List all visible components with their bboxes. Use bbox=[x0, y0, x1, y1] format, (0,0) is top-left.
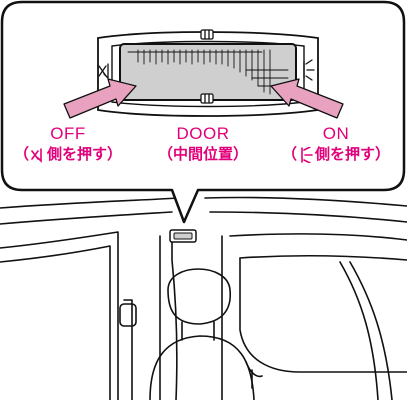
door-icon-top bbox=[200, 29, 214, 40]
dome-light-off-icon bbox=[31, 148, 42, 163]
label-on-paren: （ bbox=[281, 146, 297, 163]
overhead-lamp bbox=[169, 229, 197, 243]
label-off-mode: OFF bbox=[50, 124, 86, 143]
dome-light-off-icon bbox=[98, 63, 109, 80]
label-off-paren: （ bbox=[13, 146, 29, 163]
press-arrow-right bbox=[270, 78, 344, 119]
dome-light-on-icon bbox=[303, 59, 315, 81]
label-on: ON （ 側を押す） bbox=[268, 124, 404, 166]
label-on-desc: 側を押す） bbox=[315, 146, 391, 163]
label-door-desc: （中間位置） bbox=[157, 146, 248, 163]
label-door-mode: DOOR bbox=[176, 124, 230, 143]
label-on-mode: ON bbox=[322, 124, 350, 143]
cabin-interior bbox=[0, 196, 407, 400]
light-switch bbox=[97, 29, 319, 117]
label-off: OFF （ 側を押す） bbox=[4, 124, 132, 166]
door-icon-bottom bbox=[200, 93, 214, 104]
lens-ridges bbox=[127, 49, 289, 95]
label-off-desc: 側を押す） bbox=[47, 146, 123, 163]
press-arrow-left bbox=[63, 78, 137, 119]
label-door: DOOR （中間位置） bbox=[140, 124, 266, 166]
dome-light-on-icon bbox=[301, 147, 313, 163]
